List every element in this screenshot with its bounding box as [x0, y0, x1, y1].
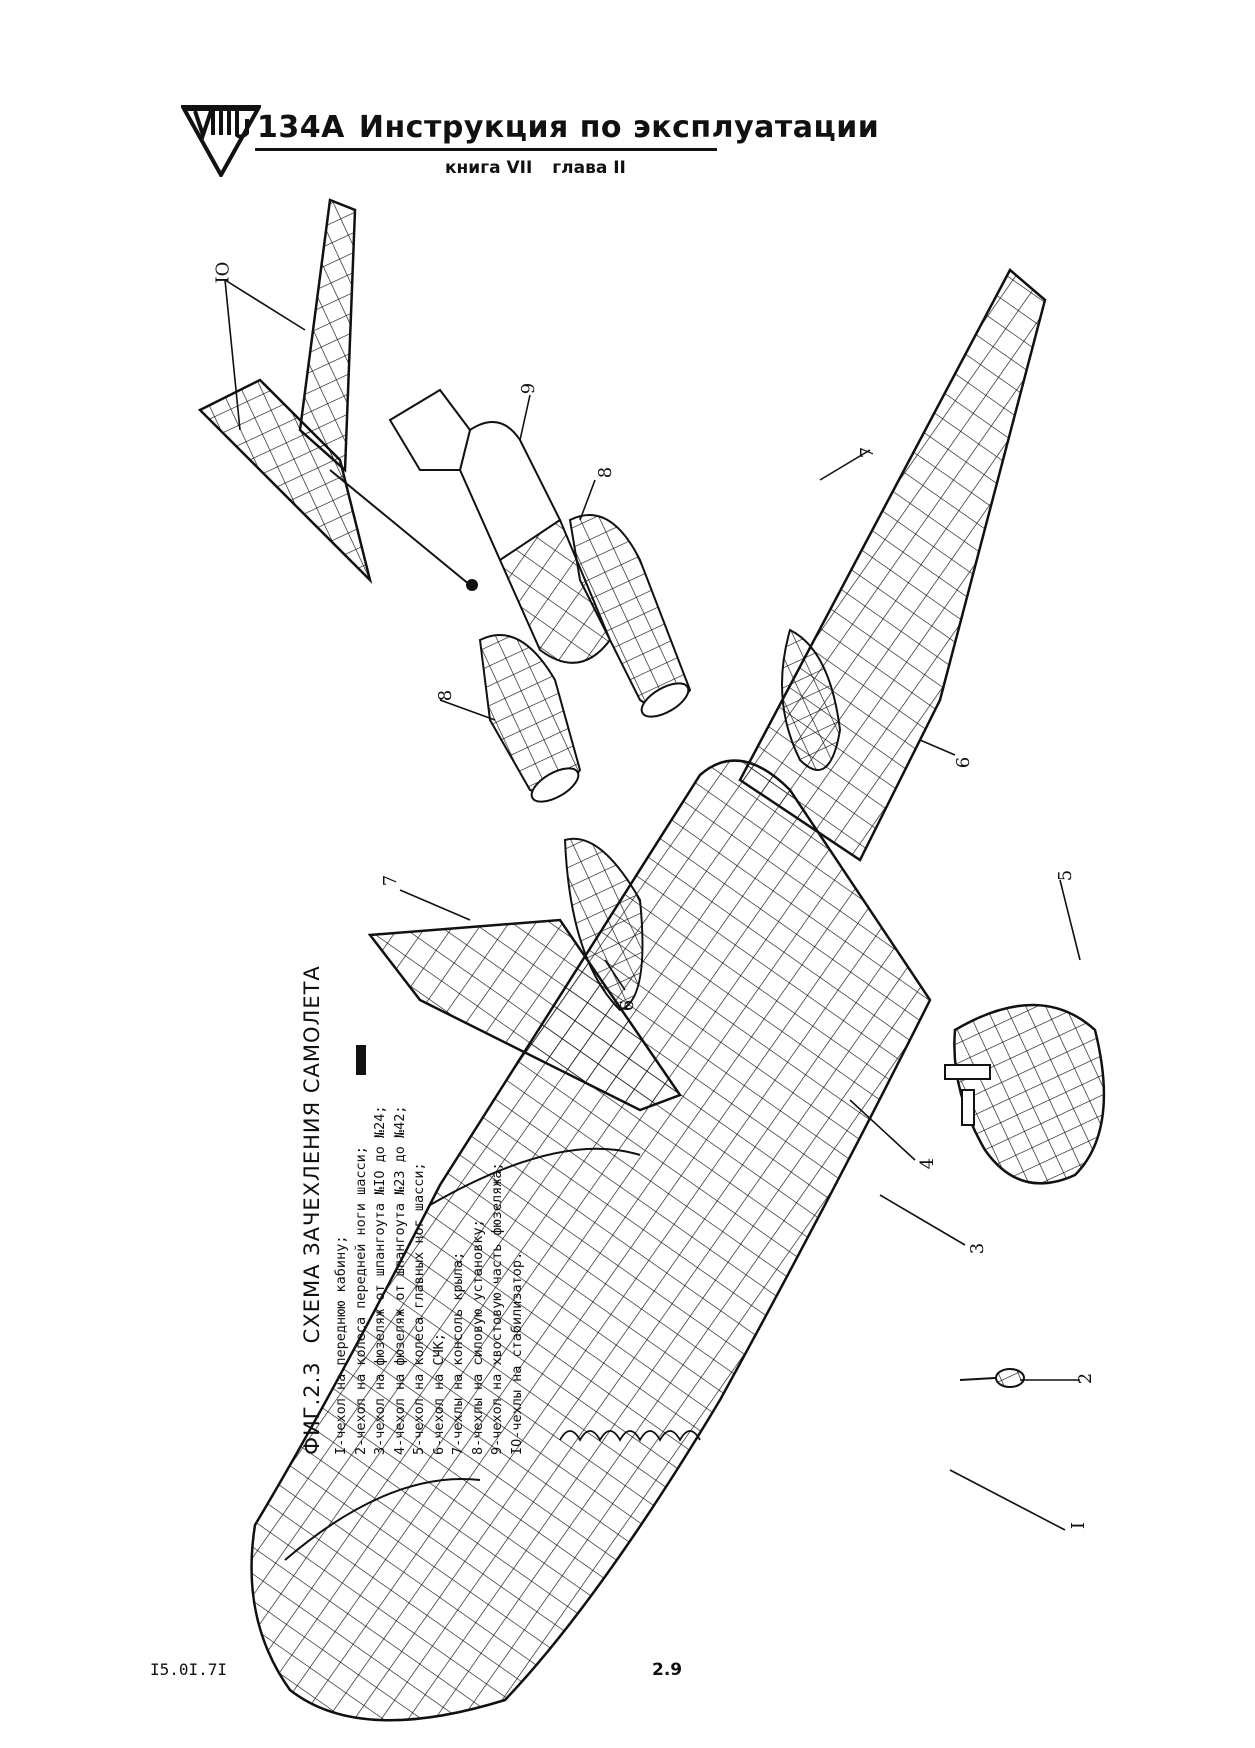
wing-root-fairing-lower — [563, 837, 644, 1012]
part-label-8b: 8 — [595, 466, 617, 479]
legend-item: I-чехол на переднюю кабину; — [333, 1235, 349, 1455]
figure-title: ФИГ.2.3 СХЕМА ЗАЧЕХЛЕНИЯ САМОЛЕТА — [300, 895, 324, 1455]
stabilizer-cover-lower — [197, 378, 373, 585]
book-number: книга VII — [445, 158, 533, 178]
part-label-6a: 6 — [617, 999, 639, 1012]
legend-item: 8-чехлы на силовую установку; — [469, 1219, 486, 1455]
part-label-1: I — [1068, 1521, 1090, 1530]
header-title: 134А Инструкция по эксплуатации — [257, 110, 879, 145]
nose-gear-wheel-cover — [959, 1368, 1025, 1388]
figure-caption: ФИГ.2.3 СХЕМА ЗАЧЕХЛЕНИЯ САМОЛЕТА I-чехол… — [300, 895, 527, 1455]
part-label-3: 3 — [967, 1242, 989, 1255]
legend-item: 6-чехол на СЧК; — [430, 1333, 447, 1455]
right-wing-cover — [738, 268, 1047, 862]
footer-date: I5.0I.7I — [150, 1660, 228, 1679]
main-gear-wheel-cover — [944, 1003, 1106, 1185]
part-label-7a: 7 — [380, 874, 402, 887]
part-label-4: 4 — [917, 1157, 939, 1170]
header-subtitle: книга VII глава II — [445, 158, 646, 178]
legend-item: 3-чехол на фюзеляж от шпангоута №IO до №… — [372, 1105, 388, 1456]
manual-title: Инструкция по эксплуатации — [358, 110, 880, 145]
figure-number: ФИГ.2.3 — [300, 1361, 324, 1455]
part-label-6b: 6 — [953, 756, 975, 769]
chapter-number: глава II — [552, 158, 626, 178]
legend-item: 4-чехол на фюзеляж от шпангоута №23 до №… — [391, 1105, 408, 1456]
part-label-2: 2 — [1075, 1372, 1097, 1385]
page-number: 2.9 — [652, 1660, 683, 1680]
wing-root-fairing-upper — [781, 628, 842, 771]
fuselage-cover — [250, 759, 932, 1722]
legend-item: 9-чехол на хвостовую часть фюзеляжа; — [489, 1162, 505, 1455]
legend-item: 7-чехлы на консоль крыла; — [450, 1251, 466, 1455]
legend-item: 2-чехол на колеса передней ноги шасси; — [352, 1146, 369, 1455]
aircraft-model: 134А — [257, 110, 345, 145]
legend-item: 5-чехол на колеса главных ног шасси; — [411, 1162, 427, 1455]
part-label-5: 5 — [1055, 869, 1077, 882]
revision-bar — [356, 1045, 366, 1075]
part-label-10: IO — [212, 261, 234, 284]
part-label-8a: 8 — [435, 689, 457, 702]
manufacturer-logo — [181, 105, 261, 177]
part-label-9: 9 — [518, 382, 540, 395]
part-label-7b: 7 — [857, 446, 879, 459]
legend-item: IO-чехлы на стабилизатор. — [508, 1251, 525, 1455]
figure-name: СХЕМА ЗАЧЕХЛЕНИЯ САМОЛЕТА — [300, 965, 324, 1344]
legend-list: I-чехол на переднюю кабину; 2-чехол на к… — [332, 895, 527, 1456]
header-rule — [255, 148, 717, 151]
